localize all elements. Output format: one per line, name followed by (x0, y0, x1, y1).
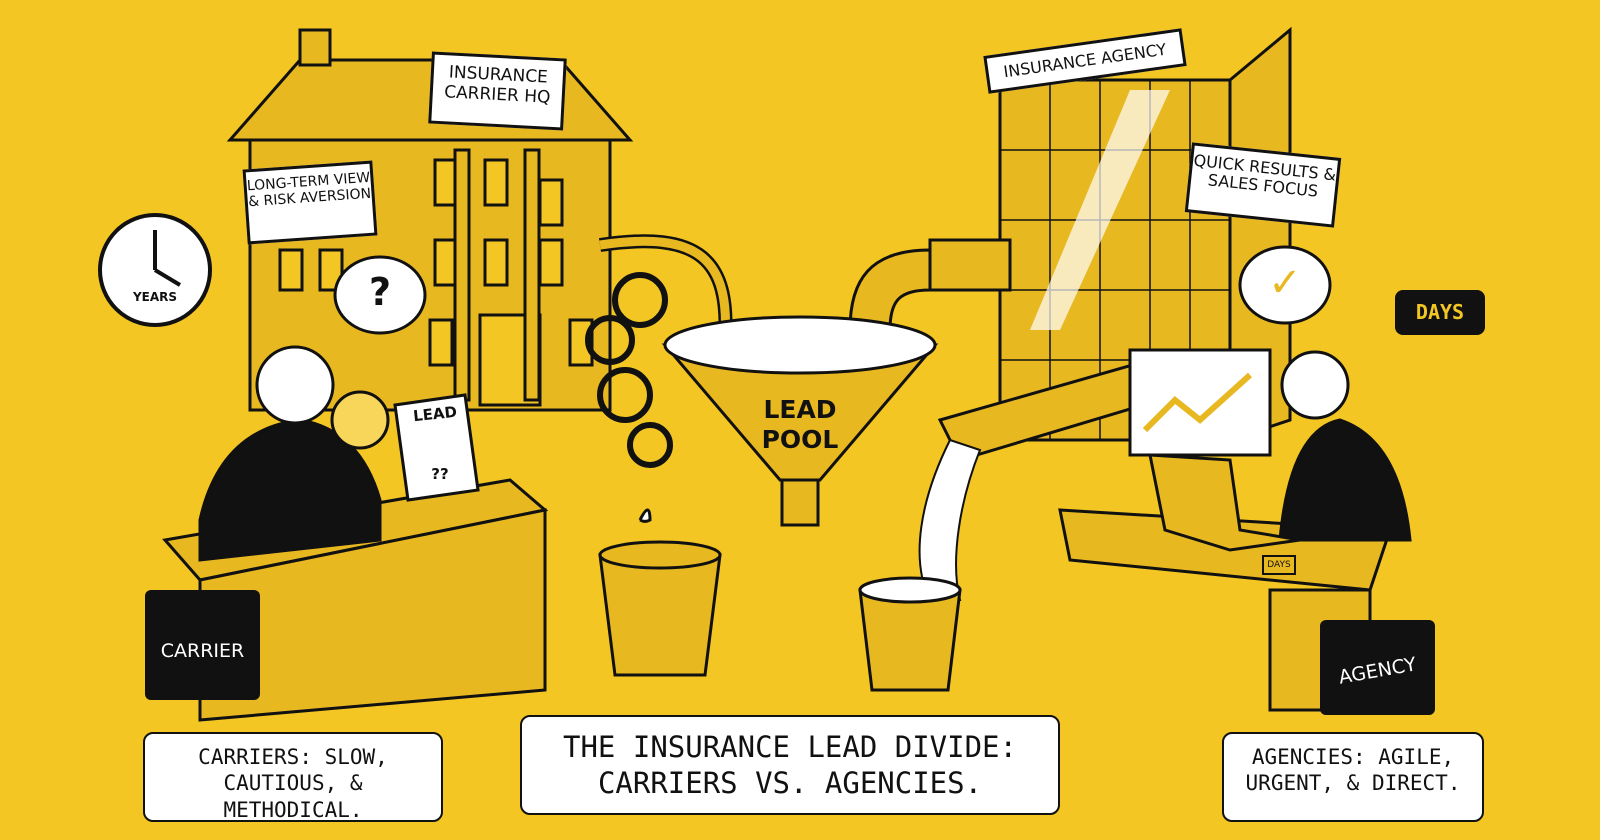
agency-thought: ✓ (1268, 260, 1302, 306)
thought-bubble-agency (1238, 245, 1332, 325)
carrier-person (198, 345, 390, 562)
agency-briefcase (1320, 620, 1435, 715)
digital-clock (1395, 290, 1485, 335)
laptop (1148, 453, 1301, 552)
carrier-briefcase-label: CARRIER (160, 640, 245, 662)
growth-chart-board (1128, 348, 1272, 457)
pipes (598, 234, 1162, 462)
lead-document-marks: ?? (431, 465, 449, 483)
lead-document (393, 393, 480, 502)
carrier-banner: LONG-TERM VIEW & RISK AVERSION (242, 160, 378, 245)
carrier-thought: ? (368, 270, 392, 314)
desk-clock-label: DAYS (1262, 555, 1296, 575)
clock-label-years: YEARS (132, 290, 178, 304)
carrier-building-sign: INSURANCE CARRIER HQ (428, 51, 567, 131)
digital-clock-label: DAYS (1415, 300, 1465, 324)
water-stream (918, 438, 982, 601)
carrier-briefcase (145, 590, 260, 700)
page-title: THE INSURANCE LEAD DIVIDE: CARRIERS VS. … (520, 715, 1060, 815)
funnel-label: LEAD POOL (761, 395, 839, 454)
thought-bubble-carrier (333, 255, 427, 335)
coil-pipe (585, 272, 673, 468)
buckets (598, 508, 962, 692)
agency-person (1278, 350, 1412, 542)
lead-pool-funnel (661, 315, 939, 527)
carrier-caption: CARRIERS: SLOW, CAUTIOUS, & METHODICAL. (143, 732, 443, 822)
agency-caption: AGENCIES: AGILE, URGENT, & DIRECT. (1222, 732, 1484, 822)
clock-years (98, 213, 212, 327)
